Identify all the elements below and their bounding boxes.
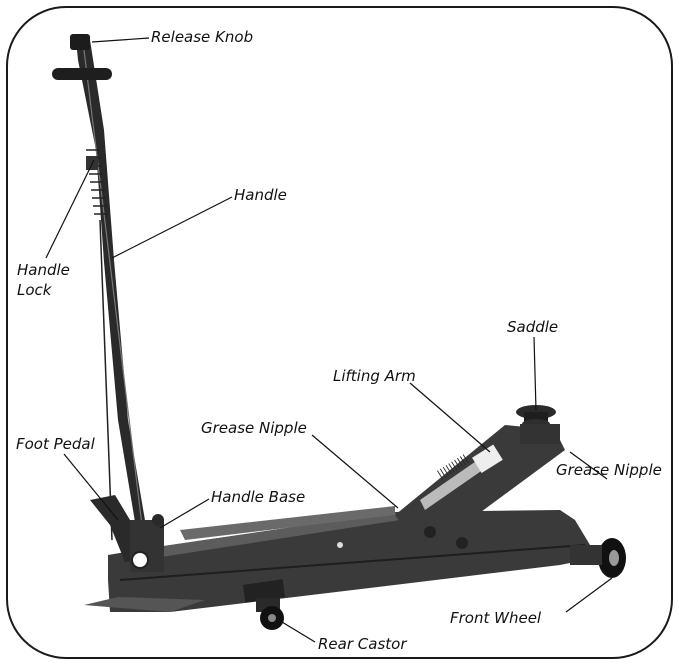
label-saddle: Saddle (507, 318, 559, 336)
foot-pedal-shape (90, 495, 140, 562)
label-foot-pedal: Foot Pedal (16, 435, 95, 453)
handle-base-shape (130, 514, 164, 572)
label-handle-lock-line1: Handle (17, 261, 70, 279)
chassis (108, 506, 590, 612)
label-handle-base: Handle Base (211, 488, 306, 506)
release-knob-shape (70, 34, 90, 50)
base-plate (84, 597, 205, 612)
label-release-knob: Release Knob (151, 28, 254, 46)
label-handle: Handle (234, 186, 287, 204)
saddle-shape (516, 405, 560, 444)
label-lifting-arm: Lifting Arm (333, 367, 416, 385)
rear-castor-shape (242, 579, 286, 630)
t-bar-grip (52, 68, 112, 80)
front-wheel-shape (570, 538, 626, 578)
label-front-wheel: Front Wheel (450, 609, 542, 627)
leader-lines (45, 37, 613, 643)
label-grease-nipple-right: Grease Nipple (556, 461, 662, 479)
label-grease-nipple-mid: Grease Nipple (201, 419, 307, 437)
label-rear-castor: Rear Castor (318, 635, 407, 653)
handle-shaft (76, 40, 150, 552)
label-handle-lock-line2: Lock (17, 281, 52, 299)
